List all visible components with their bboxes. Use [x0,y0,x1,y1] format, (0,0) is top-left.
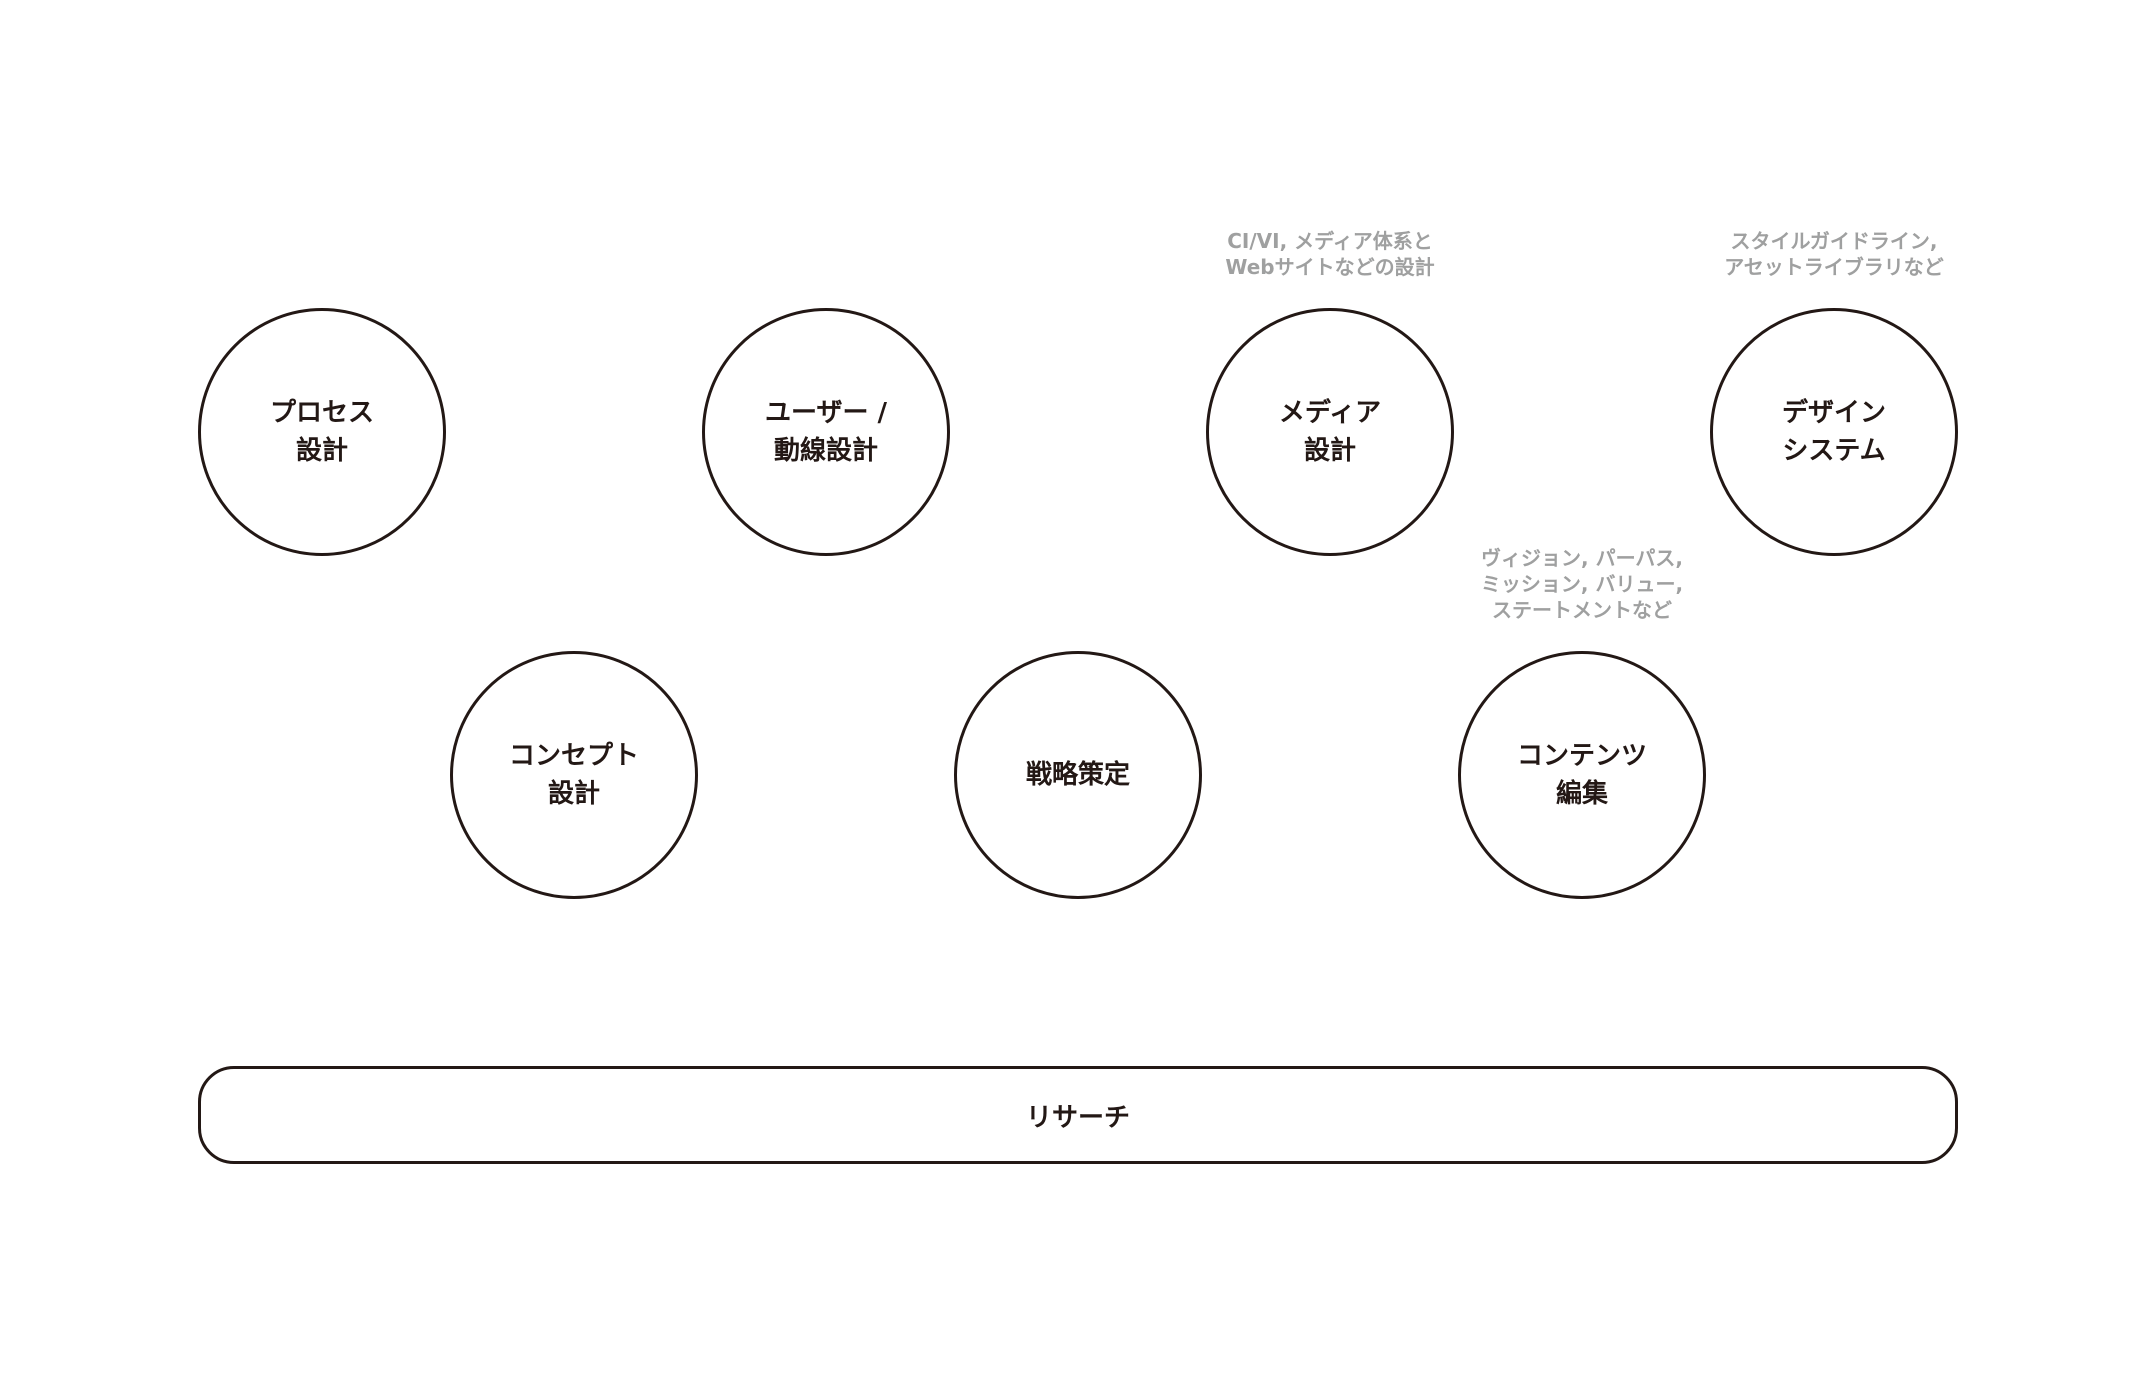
research-label: リサーチ [1025,1102,1130,1133]
design-system-note-line-1: スタイルガイドライン, [1730,229,1938,253]
node-media-design-line-2: 設計 [1303,436,1356,466]
design-system-note: スタイルガイドライン, アセットライブラリなど [1684,228,1984,280]
node-strategy-label: 戦略策定 [1026,756,1130,794]
node-content-editing-label: コンテンツ 編集 [1517,737,1647,813]
node-user-flow-design-label: ユーザー / 動線設計 [765,394,887,470]
node-concept-design: コンセプト 設計 [450,651,698,899]
node-user-flow-design-line-2: 動線設計 [773,436,878,466]
content-note-line-1: ヴィジョン, パーパス, [1481,546,1683,570]
node-strategy-line-1: 戦略策定 [1025,760,1130,790]
media-note-line-1: CI/VI, メディア体系と [1227,229,1433,253]
node-concept-design-label: コンセプト 設計 [509,737,639,813]
node-media-design: メディア 設計 [1206,308,1454,556]
node-content-editing-line-1: コンテンツ [1516,741,1647,771]
node-design-system-line-2: システム [1782,436,1886,466]
content-note: ヴィジョン, パーパス, ミッション, バリュー, ステートメントなど [1432,545,1732,623]
content-note-line-3: ステートメントなど [1492,598,1672,622]
node-strategy: 戦略策定 [954,651,1202,899]
media-note: CI/VI, メディア体系と Webサイトなどの設計 [1180,228,1480,280]
node-process-design-line-2: 設計 [295,436,348,466]
node-user-flow-design-line-1: ユーザー / [764,398,888,428]
research-bar: リサーチ [198,1066,1958,1164]
node-process-design-label: プロセス 設計 [270,394,374,470]
node-concept-design-line-1: コンセプト [508,741,639,771]
node-design-system-line-1: デザイン [1781,398,1886,428]
node-process-design: プロセス 設計 [198,308,446,556]
node-media-design-line-1: メディア [1278,398,1382,428]
node-design-system: デザイン システム [1710,308,1958,556]
node-media-design-label: メディア 設計 [1279,394,1381,470]
node-process-design-line-1: プロセス [269,398,374,428]
design-system-note-line-2: アセットライブラリなど [1724,255,1944,279]
content-note-line-2: ミッション, バリュー, [1480,572,1684,596]
media-note-line-2: Webサイトなどの設計 [1225,255,1435,279]
node-content-editing: コンテンツ 編集 [1458,651,1706,899]
node-content-editing-line-2: 編集 [1555,779,1608,809]
node-design-system-label: デザイン システム [1782,394,1886,470]
node-user-flow-design: ユーザー / 動線設計 [702,308,950,556]
node-concept-design-line-2: 設計 [547,779,600,809]
